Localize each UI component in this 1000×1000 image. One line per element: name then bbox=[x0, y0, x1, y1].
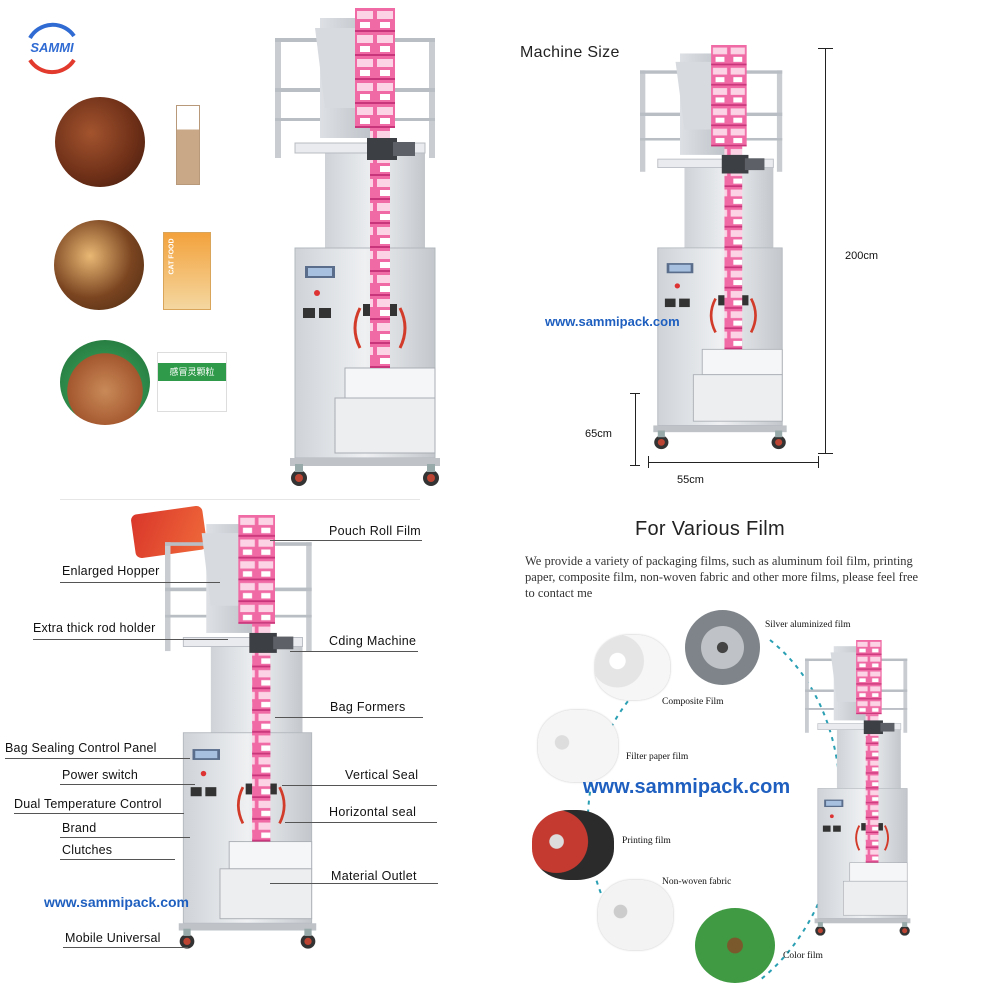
label-rod-holder: Extra thick rod holder bbox=[33, 621, 156, 635]
sammi-logo: SAMMI bbox=[20, 16, 84, 80]
filter-paper-film-roll bbox=[538, 710, 618, 782]
packing-machine-image bbox=[275, 8, 455, 493]
films-description: We provide a variety of packaging films,… bbox=[525, 554, 919, 600]
films-machine-image bbox=[805, 640, 920, 940]
website-watermark: www.sammipack.com bbox=[583, 776, 791, 798]
section-divider bbox=[60, 499, 420, 500]
quadrant-products: SAMMI CAT FOOD 感冒灵颗粒 bbox=[0, 0, 500, 500]
granules-image bbox=[60, 340, 150, 425]
pouch-icon: CAT FOOD bbox=[163, 232, 211, 310]
label-power-switch: Power switch bbox=[62, 768, 139, 782]
film-label-composite: Composite Film bbox=[662, 697, 724, 707]
label-brand: Brand bbox=[62, 821, 97, 835]
width-dimension-line bbox=[648, 462, 818, 463]
depth-dimension-line bbox=[635, 393, 636, 465]
non-woven-fabric-roll bbox=[598, 880, 673, 950]
film-label-color: Color film bbox=[783, 951, 823, 961]
label-temperature-control: Dual Temperature Control bbox=[14, 797, 162, 811]
width-label: 55cm bbox=[677, 474, 704, 486]
sachet-icon: 感冒灵颗粒 bbox=[157, 352, 227, 412]
label-clutches: Clutches bbox=[62, 843, 113, 857]
label-vertical-seal: Vertical Seal bbox=[345, 768, 419, 782]
quadrant-films: For Various Film We provide a variety of… bbox=[500, 500, 1000, 1000]
label-enlarged-hopper: Enlarged Hopper bbox=[62, 564, 160, 578]
depth-label: 65cm bbox=[585, 428, 612, 440]
machine-size-image bbox=[640, 45, 800, 455]
website-watermark: www.sammipack.com bbox=[545, 314, 680, 329]
website-watermark: www.sammipack.com bbox=[44, 894, 189, 910]
silver-aluminized-film-roll bbox=[685, 610, 760, 685]
films-title: For Various Film bbox=[634, 518, 785, 540]
quadrant-machine-size: Machine Size 200cm 65cm 55cm www.sammipa… bbox=[500, 0, 1000, 500]
film-label-filter: Filter paper film bbox=[626, 752, 689, 762]
logo-text: SAMMI bbox=[30, 40, 74, 55]
composite-film-roll bbox=[595, 635, 670, 700]
label-pouch-roll-film: Pouch Roll Film bbox=[329, 524, 422, 538]
label-mobile-universal: Mobile Universal bbox=[65, 931, 161, 945]
height-label: 200cm bbox=[845, 250, 879, 262]
color-film-roll bbox=[695, 908, 775, 983]
label-coding-machine: Cding Machine bbox=[329, 634, 417, 648]
label-horizontal-seal: Horizontal seal bbox=[329, 805, 417, 819]
film-label-non-woven: Non-woven fabric bbox=[662, 877, 732, 887]
printing-film-roll bbox=[532, 810, 614, 880]
coffee-powder-image bbox=[55, 97, 145, 187]
label-control-panel: Bag Sealing Control Panel bbox=[5, 741, 157, 755]
machine-size-title: Machine Size bbox=[520, 44, 620, 61]
height-dimension-line bbox=[825, 48, 826, 453]
label-material-outlet: Material Outlet bbox=[331, 869, 417, 883]
stick-pack-icon bbox=[176, 105, 200, 185]
film-label-printing: Printing film bbox=[622, 836, 671, 846]
labeled-machine-image bbox=[165, 515, 330, 955]
quadrant-parts: Enlarged Hopper Extra thick rod holder B… bbox=[0, 500, 500, 1000]
label-bag-formers: Bag Formers bbox=[330, 700, 406, 714]
film-label-silver: Silver aluminized film bbox=[765, 620, 851, 630]
pet-food-image bbox=[54, 220, 144, 310]
logo-swoosh-icon bbox=[28, 22, 76, 75]
